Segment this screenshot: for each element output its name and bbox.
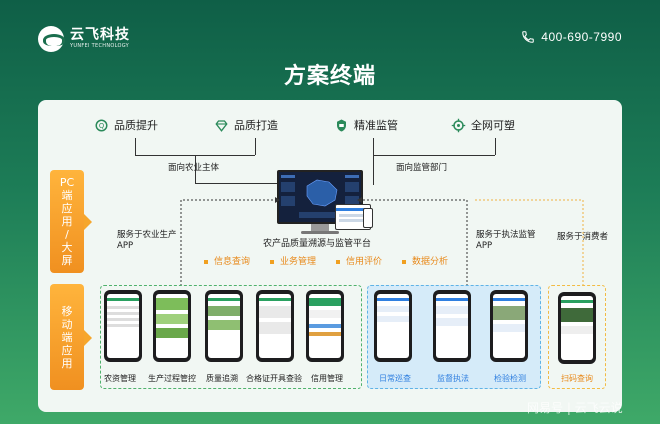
app-screen-patrol[interactable] bbox=[374, 290, 412, 362]
app-label-process: 生产过程管控 bbox=[148, 374, 196, 383]
connector-line bbox=[495, 138, 496, 155]
app-screen-enforcement[interactable] bbox=[433, 290, 471, 362]
connector-line bbox=[135, 138, 136, 155]
map-chart-icon bbox=[281, 175, 359, 218]
connector-line bbox=[255, 138, 256, 155]
app-label-trace: 质量追溯 bbox=[206, 374, 238, 383]
header: 云飞科技 YUNFEI TECHNOLOGY 400-690-7990 方案终端 bbox=[0, 0, 660, 100]
watermark: 网易号 | 云飞云说 bbox=[527, 401, 623, 415]
target-right-label: 面向监管部门 bbox=[396, 163, 448, 173]
pc-terminal-tag: PC 端 应 用 / 大 屏 bbox=[50, 170, 84, 273]
connector-line bbox=[373, 138, 374, 155]
logo-icon bbox=[38, 26, 65, 52]
target-icon bbox=[451, 118, 466, 132]
app-label-inspection: 检验检测 bbox=[494, 374, 526, 383]
brand-name: 云飞科技 bbox=[70, 27, 130, 43]
feature-credit-eval: 信用评价 bbox=[336, 254, 382, 267]
platform-monitor bbox=[277, 170, 379, 236]
svg-text:Q: Q bbox=[99, 122, 104, 130]
app-label-certificate: 合格证开具查验 bbox=[246, 374, 302, 383]
page-title: 方案终端 bbox=[283, 64, 376, 89]
app-screen-scan[interactable] bbox=[558, 292, 596, 364]
mobile-device bbox=[363, 208, 373, 228]
connector-line bbox=[373, 155, 495, 156]
app-screen-certificate[interactable] bbox=[256, 290, 294, 362]
consumer-app-group bbox=[548, 285, 606, 389]
feature-data-analysis: 数据分析 bbox=[402, 254, 448, 267]
app-label-enforcement: 监督执法 bbox=[437, 374, 469, 383]
diamond-icon bbox=[215, 119, 228, 132]
app-label-farm-input: 农资管理 bbox=[104, 374, 136, 383]
feature-business-mgmt: 业务管理 bbox=[270, 254, 316, 267]
shield-icon bbox=[337, 119, 346, 131]
phone-number: 400-690-7990 bbox=[541, 30, 622, 44]
connector-line bbox=[373, 155, 374, 185]
goal-network-traceable: 全网可塑 bbox=[451, 117, 515, 133]
app-screen-inspection[interactable] bbox=[490, 290, 528, 362]
platform-name: 农产品质量溯源与监管平台 bbox=[263, 239, 372, 249]
app-label-scan: 扫码查询 bbox=[561, 374, 593, 383]
goal-quality-improve: Q 品质提升 bbox=[94, 117, 158, 133]
target-left-label: 面向农业主体 bbox=[168, 163, 220, 173]
quality-icon: Q bbox=[95, 119, 108, 131]
phone-icon bbox=[522, 31, 535, 43]
app-label-patrol: 日常巡查 bbox=[379, 374, 411, 383]
chevron-right-icon bbox=[84, 214, 92, 230]
chevron-right-icon bbox=[84, 330, 92, 346]
farm-app-group bbox=[100, 285, 362, 389]
service-farm-label: 服务于农业生产 APP bbox=[117, 230, 177, 251]
mobile-terminal-tag: 移 动 端 应 用 bbox=[50, 284, 84, 390]
connector-line bbox=[195, 155, 196, 183]
contact-phone[interactable]: 400-690-7990 bbox=[521, 30, 622, 44]
service-enforce-label: 服务于执法监管 APP bbox=[476, 230, 536, 251]
brand-name-en: YUNFEI TECHNOLOGY bbox=[70, 43, 130, 49]
app-label-credit: 信用管理 bbox=[311, 374, 343, 383]
app-screen-trace[interactable] bbox=[205, 290, 243, 362]
feature-info-query: 信息查询 bbox=[204, 254, 250, 267]
goal-precise-supervision: 精准监管 bbox=[334, 117, 398, 133]
app-screen-farm-input[interactable] bbox=[104, 290, 142, 362]
app-screen-credit[interactable] bbox=[306, 290, 344, 362]
brand-logo[interactable]: 云飞科技 YUNFEI TECHNOLOGY bbox=[38, 26, 130, 52]
app-screen-process[interactable] bbox=[153, 290, 191, 362]
connector-line bbox=[195, 183, 277, 184]
goal-quality-build: 品质打造 bbox=[214, 117, 278, 133]
